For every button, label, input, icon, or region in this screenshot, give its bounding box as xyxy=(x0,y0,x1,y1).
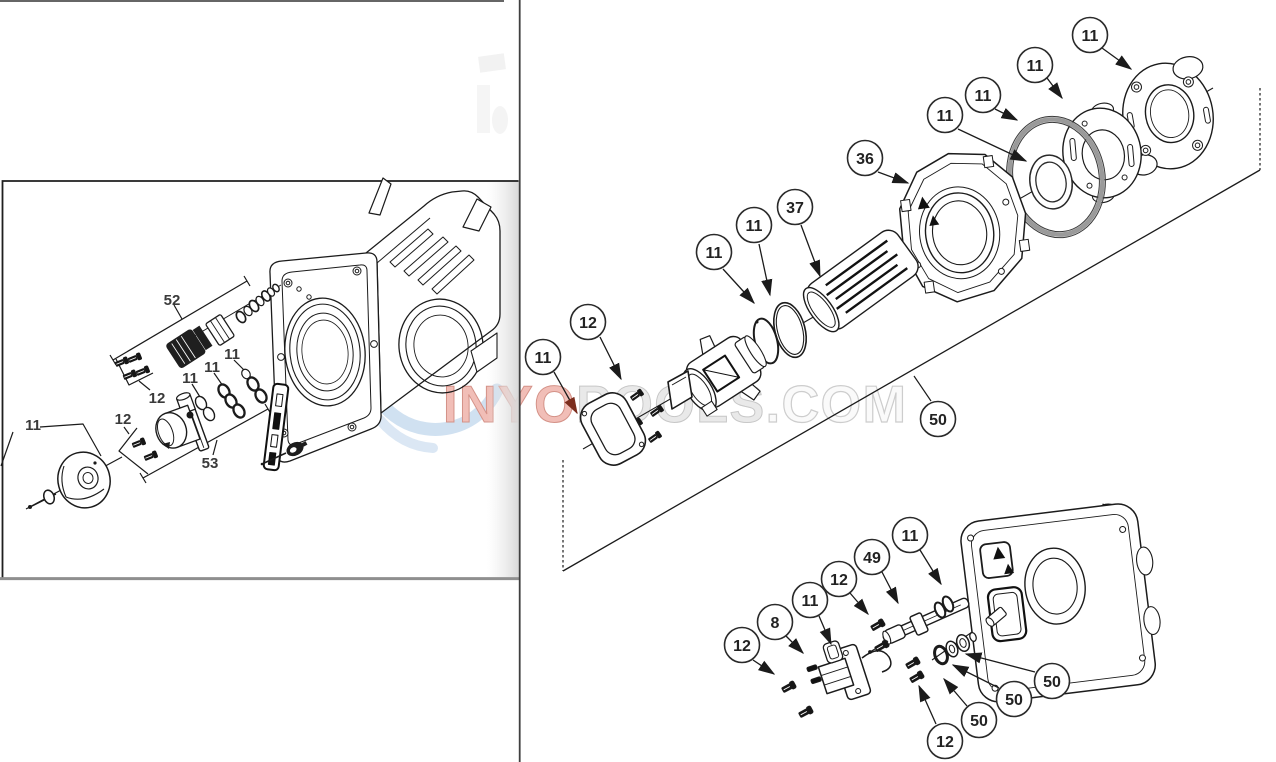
callout-11: 11 xyxy=(791,581,829,619)
part-52-switch-assembly xyxy=(166,283,282,368)
svg-text:11: 11 xyxy=(535,350,552,367)
screw-group-lower xyxy=(130,436,159,463)
part-36-seal-plate xyxy=(898,152,1031,303)
part-11-small-oring xyxy=(1029,154,1073,210)
bottom-right-assembly: 12 8 11 12 49 11 50 50 50 12 xyxy=(723,503,1161,760)
spring-washer-chain xyxy=(235,283,280,324)
washer-nut-group xyxy=(904,631,977,685)
o-ring-chains xyxy=(194,368,268,422)
callout-11: 11 xyxy=(891,516,929,554)
callout-50: 50 xyxy=(995,680,1033,718)
callout-37: 37 xyxy=(776,188,814,226)
svg-text:12: 12 xyxy=(936,734,954,751)
part-49-pilot-assembly xyxy=(868,595,970,654)
svg-text:11: 11 xyxy=(1082,28,1099,45)
callout-12: 12 xyxy=(926,722,964,760)
callout-11: 11 xyxy=(926,96,964,134)
part-11-disc-assembly xyxy=(28,451,111,509)
heater-housing-drawing xyxy=(269,177,501,463)
bottom-assembly-leaders xyxy=(752,549,1036,725)
part-53-valve-assembly xyxy=(155,392,210,452)
callout-50: 50 xyxy=(960,701,998,739)
part-11-flange xyxy=(1122,56,1214,176)
svg-text:12: 12 xyxy=(733,638,751,655)
label-52: 52 xyxy=(164,292,181,309)
label-11-b: 11 xyxy=(204,359,220,376)
svg-text:50: 50 xyxy=(929,412,947,429)
part-11-gasket-plate xyxy=(579,392,647,466)
top-right-assembly: 12 11 11 11 37 36 11 11 11 11 50 xyxy=(524,16,1261,572)
svg-text:36: 36 xyxy=(856,151,874,168)
plate-with-tube xyxy=(960,503,1161,703)
callout-11: 11 xyxy=(695,233,733,271)
label-11-c: 11 xyxy=(224,346,240,363)
bracket-plate xyxy=(667,370,693,410)
svg-text:12: 12 xyxy=(830,572,848,589)
svg-text:50: 50 xyxy=(1005,692,1023,709)
svg-text:11: 11 xyxy=(1027,58,1044,75)
part-8-igniter xyxy=(780,640,892,720)
callout-11: 11 xyxy=(735,206,773,244)
callout-11: 11 xyxy=(1016,46,1054,84)
part-37-finned-tube xyxy=(802,229,919,333)
top-assembly-leaders xyxy=(553,47,1133,415)
callout-11: 11 xyxy=(524,338,562,376)
callout-11: 11 xyxy=(1071,16,1109,54)
callout-36: 36 xyxy=(846,139,884,177)
callout-11: 11 xyxy=(964,76,1002,114)
panel-divider xyxy=(518,0,521,762)
svg-text:11: 11 xyxy=(706,245,723,262)
watermark-com: .COM xyxy=(766,376,908,434)
label-12-lower: 12 xyxy=(115,411,132,428)
callout-12: 12 xyxy=(569,303,607,341)
faint-ghost-marks xyxy=(477,53,508,134)
bottom-assembly-callouts: 12 8 11 12 49 11 50 50 50 12 xyxy=(723,516,1071,760)
sensor-plug xyxy=(260,441,308,466)
left-panel-frame xyxy=(0,180,519,581)
callout-12: 12 xyxy=(820,560,858,598)
label-12-upper: 12 xyxy=(149,390,166,407)
callout-12: 12 xyxy=(723,626,761,664)
callout-49: 49 xyxy=(853,538,891,576)
svg-text:11: 11 xyxy=(937,108,954,125)
callout-50: 50 xyxy=(1033,662,1071,700)
callout-8: 8 xyxy=(756,603,794,641)
svg-text:49: 49 xyxy=(863,550,881,567)
mounting-strip xyxy=(260,382,308,472)
svg-text:50: 50 xyxy=(1043,674,1061,691)
svg-text:12: 12 xyxy=(579,315,597,332)
electrode-boss xyxy=(985,606,1007,627)
left-panel-labels: 52 12 11 11 11 12 53 11 xyxy=(25,292,240,472)
svg-text:11: 11 xyxy=(746,218,763,235)
svg-text:11: 11 xyxy=(902,528,919,545)
svg-text:37: 37 xyxy=(786,200,804,217)
manifold-body xyxy=(682,335,767,417)
callout-50: 50 xyxy=(919,400,957,438)
svg-text:8: 8 xyxy=(771,615,780,632)
svg-text:11: 11 xyxy=(975,88,992,105)
label-53: 53 xyxy=(202,455,219,472)
left-panel-diagram: 52 12 11 11 11 12 53 11 xyxy=(0,177,501,510)
top-assembly-callouts: 12 11 11 11 37 36 11 11 11 11 50 xyxy=(524,16,1109,438)
label-11-a: 11 xyxy=(182,370,198,387)
svg-text:11: 11 xyxy=(802,593,819,610)
label-11-disc: 11 xyxy=(25,417,41,434)
svg-text:50: 50 xyxy=(970,713,988,730)
